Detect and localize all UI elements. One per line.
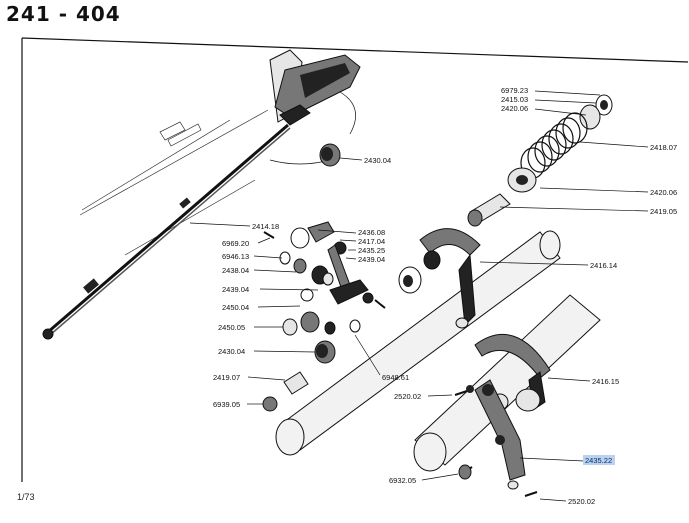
- label-2436-08: 2436.08: [358, 228, 385, 237]
- label-2450-05: 2450.05: [218, 323, 245, 332]
- part-labels: 6979.23 2415.03 2420.06 2430.04 2418.07 …: [213, 86, 677, 506]
- label-2415-03: 2415.03: [501, 95, 528, 104]
- housing-outline: [79, 109, 269, 256]
- label-2438-04: 2438.04: [222, 266, 249, 275]
- lever-arm: [474, 379, 526, 490]
- page-number-note: 1/73: [17, 492, 35, 502]
- lower-tube: [275, 230, 561, 456]
- label-2450-04: 2450.04: [222, 303, 249, 312]
- gear-upper: [319, 143, 341, 167]
- label-2420-06-upper: 2420.06: [501, 104, 528, 113]
- main-shaft: [42, 123, 291, 340]
- label-2417-04: 2417.04: [358, 237, 385, 246]
- label-2419-05: 2419.05: [650, 207, 677, 216]
- label-2430-04-lower: 2430.04: [218, 347, 245, 356]
- label-2414-18: 2414.18: [252, 222, 279, 231]
- label-2420-06-lower: 2420.06: [650, 188, 677, 197]
- selection-highlight: [583, 455, 615, 465]
- label-2418-07: 2418.07: [650, 143, 677, 152]
- label-6969-20: 6969.20: [222, 239, 249, 248]
- label-2435-25: 2435.25: [358, 246, 385, 255]
- label-2430-04-upper: 2430.04: [364, 156, 391, 165]
- label-2435-22: 2435.22: [585, 456, 612, 465]
- label-2520-02-lower: 2520.02: [568, 497, 595, 506]
- label-2416-15: 2416.15: [592, 377, 619, 386]
- label-2419-07: 2419.07: [213, 373, 240, 382]
- label-6948-61: 6948.61: [382, 373, 409, 382]
- label-2439-04-upper: 2439.04: [358, 255, 385, 264]
- upper-yoke: [398, 228, 481, 329]
- label-2416-14: 2416.14: [590, 261, 617, 270]
- top-crank-assembly: [269, 49, 361, 165]
- label-6932-05: 6932.05: [389, 476, 416, 485]
- frame-lines: [21, 37, 689, 482]
- lower-yoke: [474, 333, 551, 412]
- spring-assembly: [467, 94, 613, 227]
- label-2439-04-lower: 2439.04: [222, 285, 249, 294]
- label-6979-23: 6979.23: [501, 86, 528, 95]
- label-6939-05: 6939.05: [213, 400, 240, 409]
- label-6946-13: 6946.13: [222, 252, 249, 261]
- center-linkage: [262, 221, 538, 497]
- page-title: 241 - 404: [6, 2, 121, 26]
- label-2520-02-upper: 2520.02: [394, 392, 421, 401]
- leader-lines: [189, 90, 649, 502]
